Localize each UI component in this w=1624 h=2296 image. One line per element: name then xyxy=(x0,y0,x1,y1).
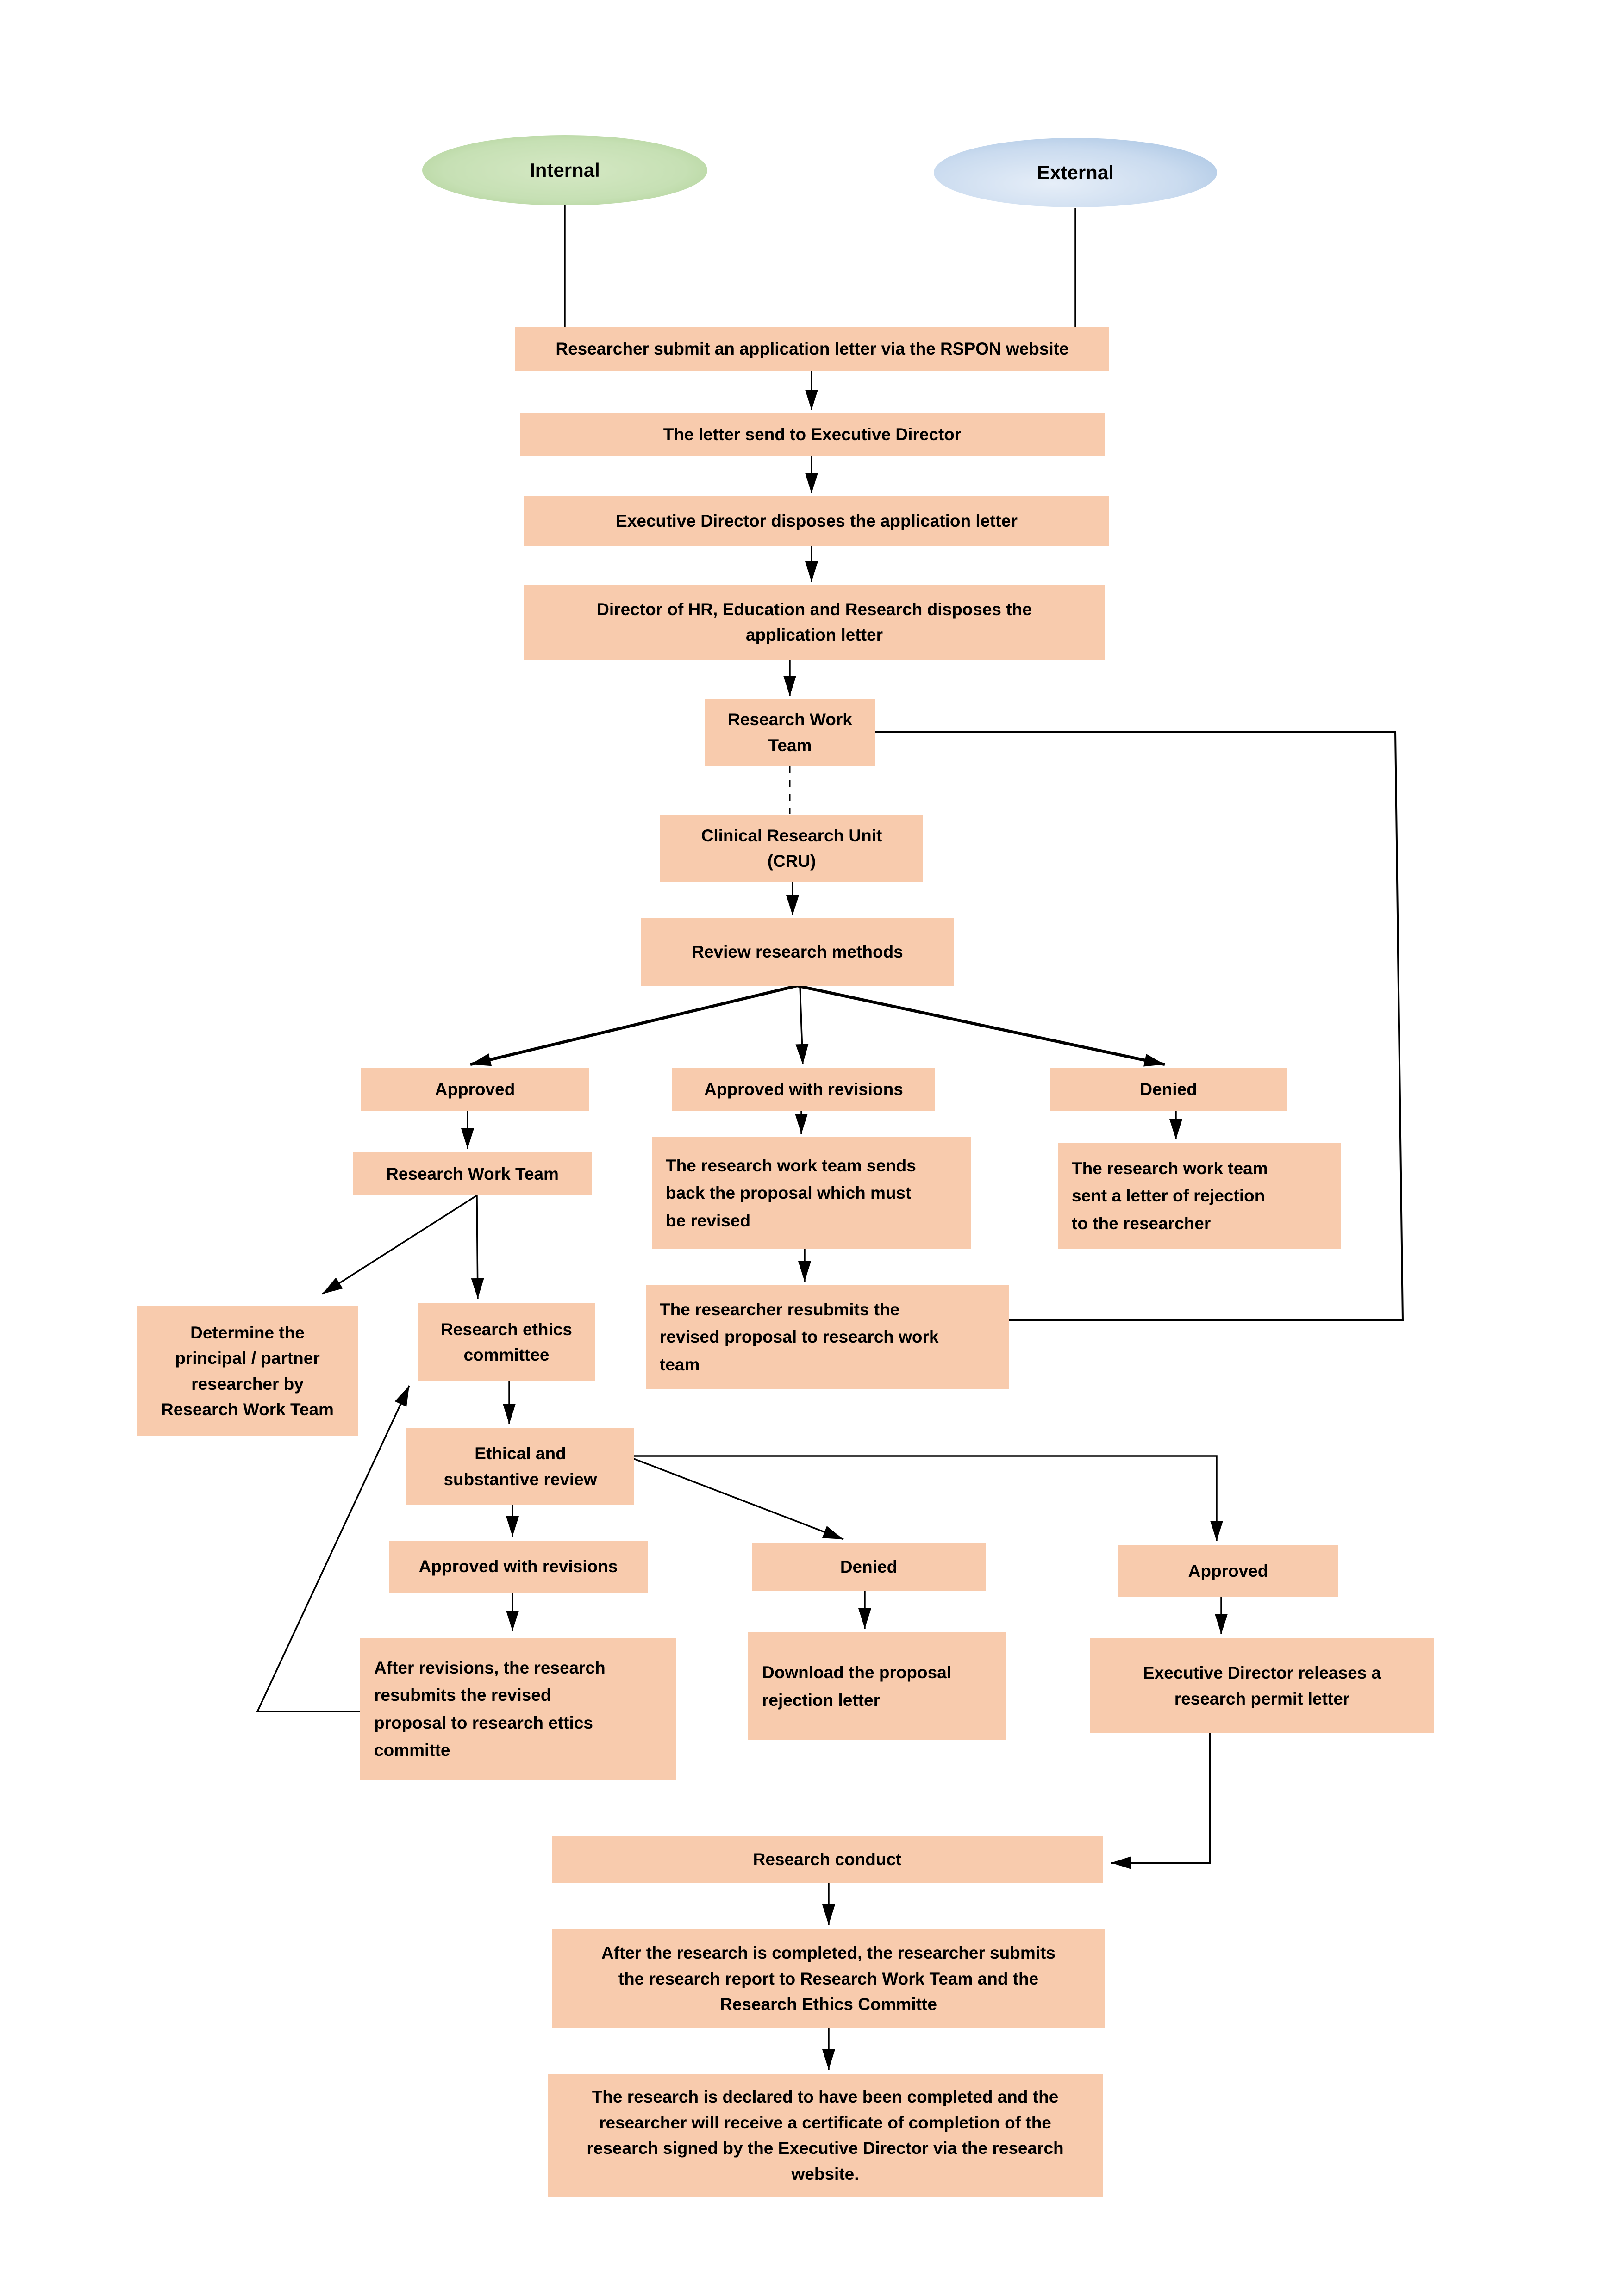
node-research-work-team-2: Research Work Team xyxy=(353,1152,592,1195)
node-after-revisions-resubmit: After revisions, the research resubmits … xyxy=(360,1638,676,1780)
terminal-internal-label: Internal xyxy=(530,159,600,181)
connector-arrow xyxy=(471,1195,484,1299)
node-executive-director-disposes: Executive Director disposes the applicat… xyxy=(524,496,1109,546)
terminal-internal: Internal xyxy=(422,135,707,205)
node-research-declared-complete: The research is declared to have been co… xyxy=(548,2074,1103,2197)
connector-arrow xyxy=(631,1457,844,1540)
node-approved-with-revisions-1: Approved with revisions xyxy=(672,1068,935,1111)
node-rejection-letter-sent: The research work team sent a letter of … xyxy=(1058,1143,1341,1249)
terminal-external: External xyxy=(934,138,1217,207)
node-denied-2: Denied xyxy=(752,1543,986,1591)
node-approved-with-revisions-2: Approved with revisions xyxy=(389,1541,648,1593)
node-executive-director-releases-permit: Executive Director releases a research p… xyxy=(1090,1638,1434,1733)
node-researcher-submit: Researcher submit an application letter … xyxy=(515,327,1109,371)
connector-elbow-arrow xyxy=(1111,1733,1211,1869)
connector-arrow xyxy=(795,985,809,1065)
node-denied-1: Denied xyxy=(1050,1068,1287,1111)
node-research-work-team-1: Research Work Team xyxy=(705,699,875,766)
node-clinical-research-unit: Clinical Research Unit (CRU) xyxy=(660,815,923,882)
node-approved-2: Approved xyxy=(1118,1545,1338,1597)
node-research-conduct: Research conduct xyxy=(552,1836,1103,1883)
node-letter-sent: The letter send to Executive Director xyxy=(520,413,1105,456)
node-determine-researcher: Determine the principal / partner resear… xyxy=(137,1306,358,1436)
connector-return-path xyxy=(875,731,1404,1321)
terminal-external-label: External xyxy=(1037,162,1114,183)
node-research-ethics-committee: Research ethics committee xyxy=(418,1303,595,1381)
node-ethical-substantive-review: Ethical and substantive review xyxy=(406,1428,634,1505)
connector-feedback-arrow xyxy=(256,1385,410,1712)
connector-elbow-arrow xyxy=(634,1455,1223,1541)
node-hr-director-disposes: Director of HR, Education and Research d… xyxy=(524,585,1105,660)
node-review-research-methods: Review research methods xyxy=(641,918,954,986)
node-sends-back-proposal: The research work team sends back the pr… xyxy=(652,1137,971,1249)
node-submit-research-report: After the research is completed, the res… xyxy=(552,1929,1105,2028)
node-researcher-resubmits: The researcher resubmits the revised pro… xyxy=(646,1285,1009,1389)
connector-arrow xyxy=(470,984,798,1066)
node-approved-1: Approved xyxy=(361,1068,589,1111)
connector-arrow xyxy=(797,984,1165,1067)
connector-arrow xyxy=(322,1195,477,1295)
node-download-rejection-letter: Download the proposal rejection letter xyxy=(748,1632,1006,1740)
